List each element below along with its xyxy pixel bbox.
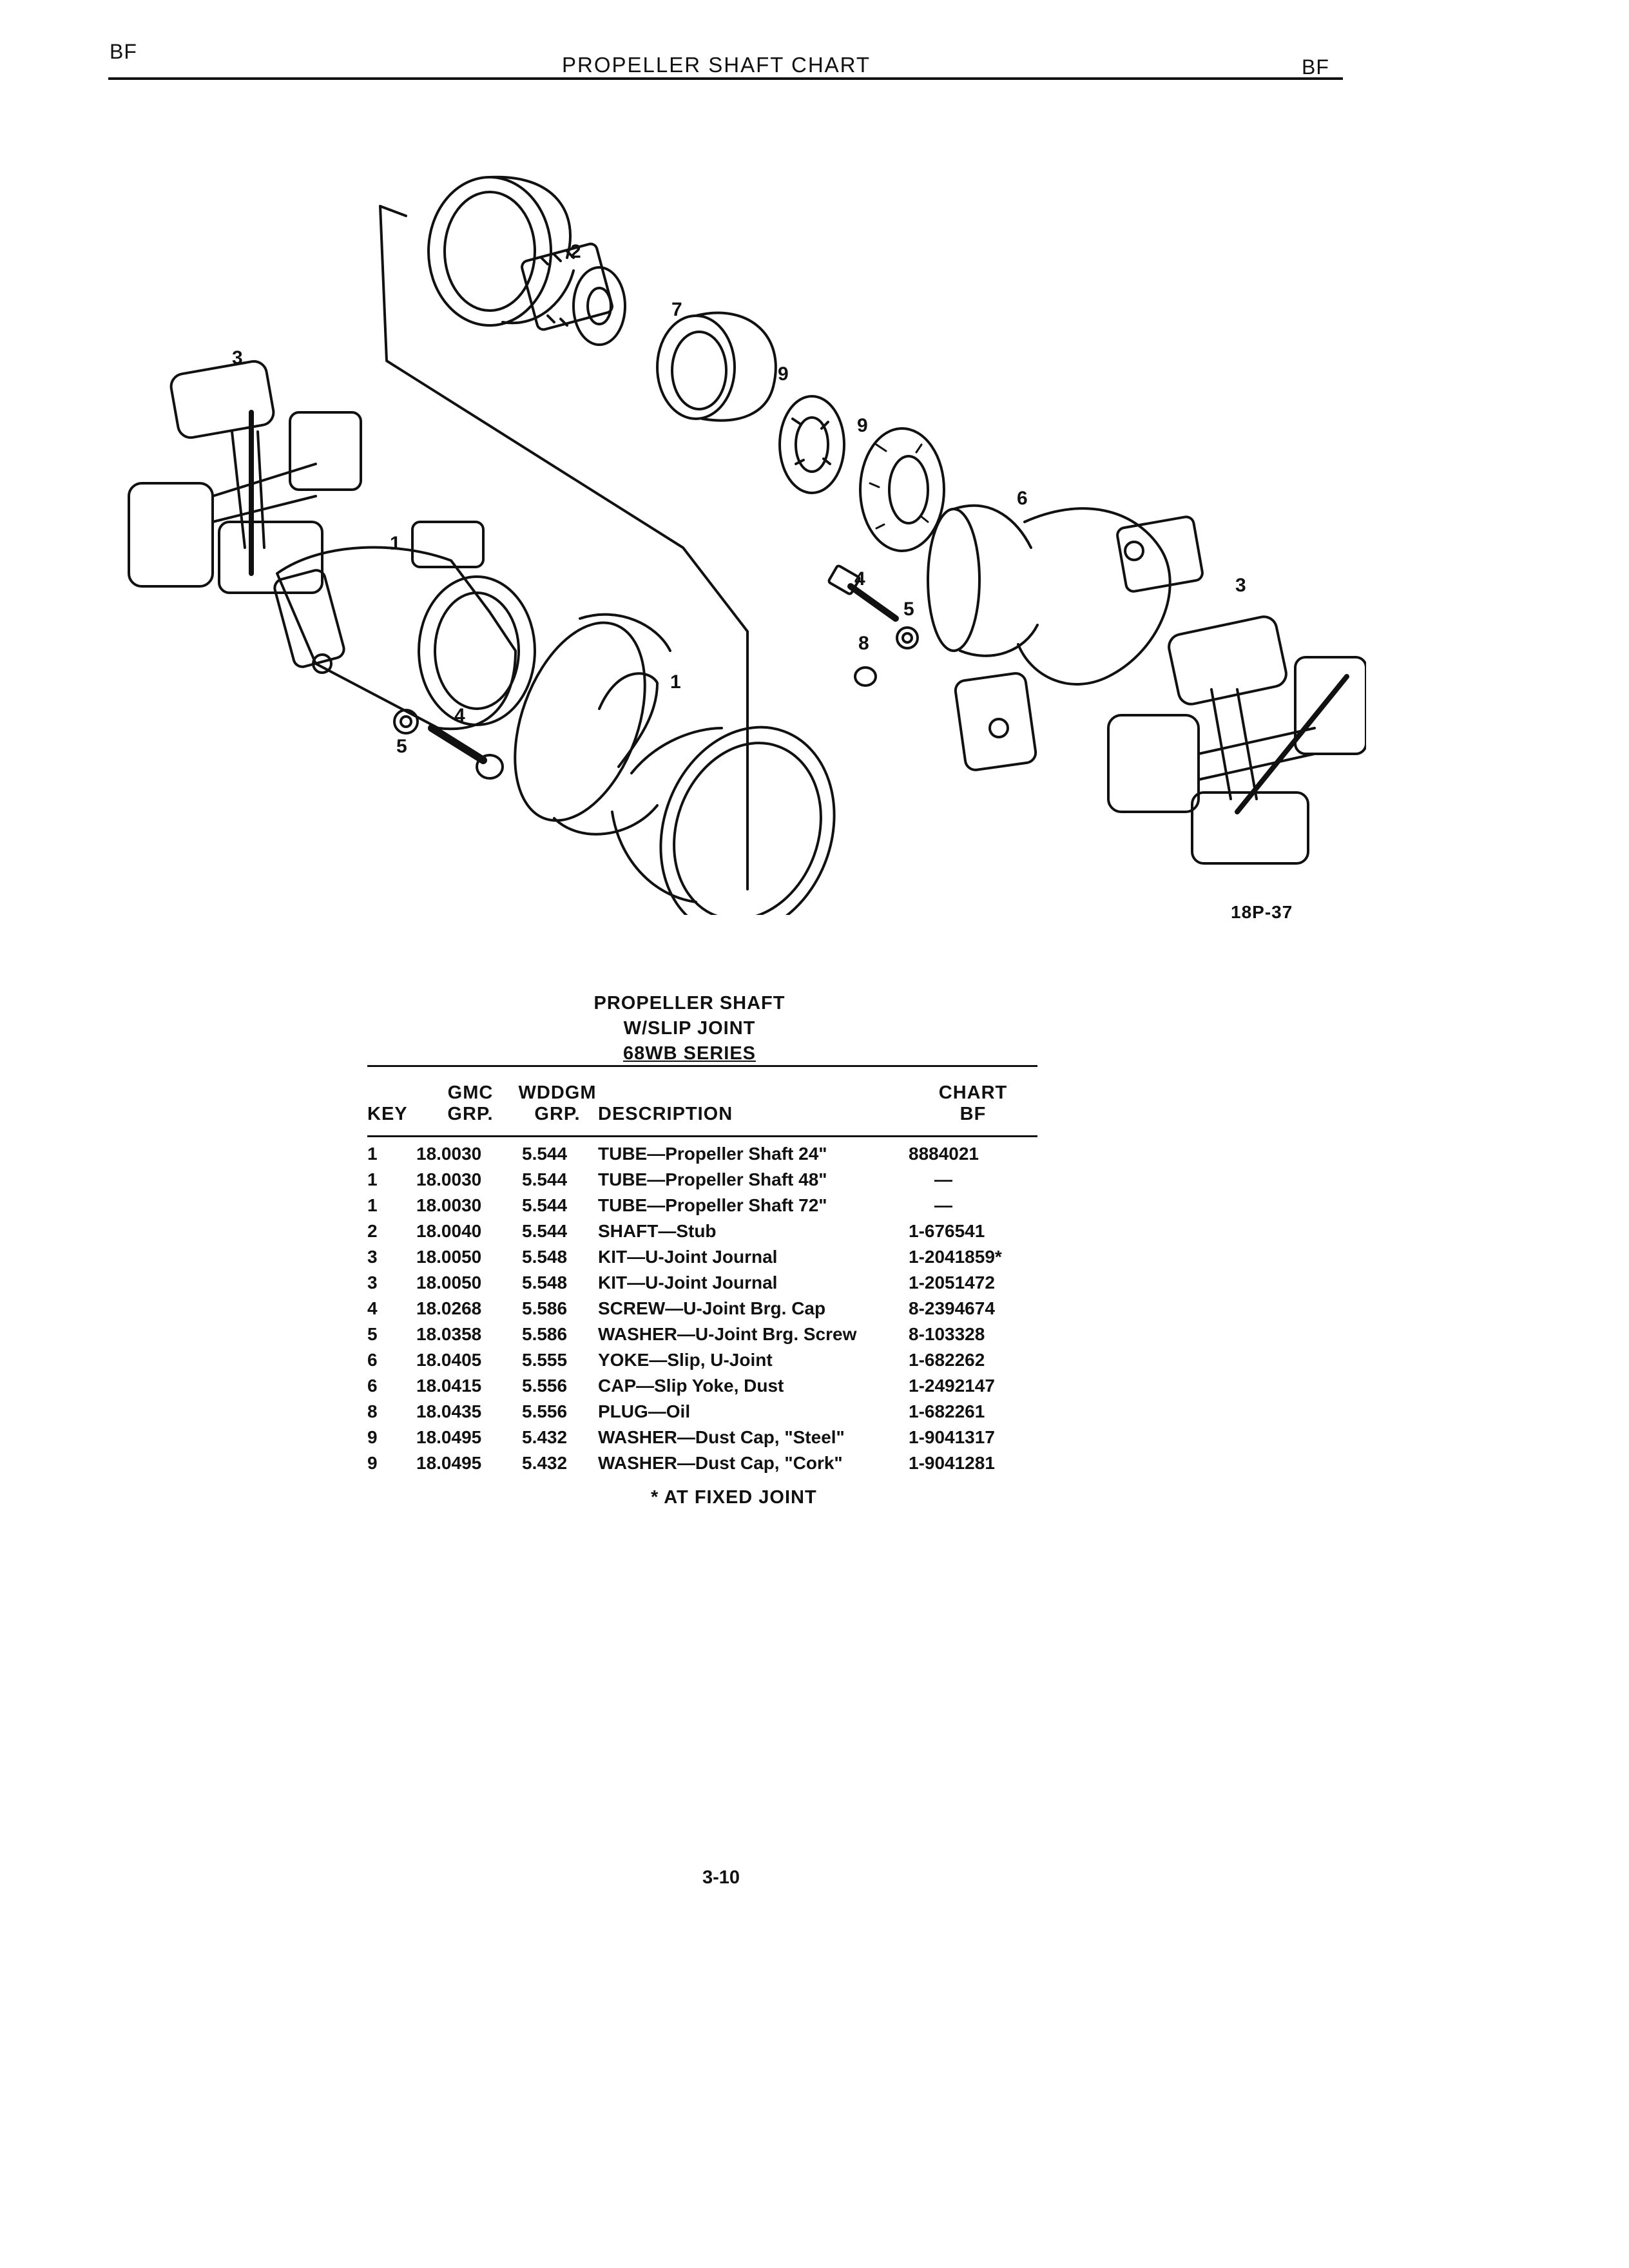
header-right-code: BF [1302,55,1329,79]
callout-7: 7 [671,299,682,320]
table-header-rule [367,1135,1037,1137]
callout-5-left: 5 [396,736,407,757]
left-screw-washer-group [393,709,504,780]
callout-6: 6 [1017,488,1028,509]
callout-1-left: 1 [390,533,401,554]
stub-shaft-part [427,175,626,346]
figure-id: 18P-37 [1231,902,1293,922]
center-hardware-group [827,564,919,687]
table-title: PROPELLER SHAFT W/SLIP JOINT 68WB SERIES [509,991,870,1066]
callout-4-left: 4 [454,705,465,726]
dust-cap-part [656,311,777,422]
callout-4-center: 4 [854,568,865,590]
page-number: 3-10 [702,1867,740,1888]
page-title: PROPELLER SHAFT CHART [562,53,871,77]
left-u-joint-part [128,360,362,594]
callout-1-center: 1 [670,671,681,693]
table-title-line-3: 68WB SERIES [623,1043,756,1064]
callout-3-right: 3 [1235,575,1246,596]
cork-washer-part [859,427,945,552]
col-header-chart: CHART BF [938,1082,1008,1124]
callout-9a: 9 [778,363,789,385]
tube-segment-near [514,613,671,836]
col-header-description: DESCRIPTION [598,1104,733,1124]
header-rule [108,77,1343,80]
col-header-wddgm: WDDGM GRP. [518,1082,597,1124]
slip-yoke-part [927,504,1204,771]
col-header-key: KEY [367,1104,408,1124]
callout-2: 2 [570,241,581,262]
tube-segment-far [611,726,836,915]
exploded-view-bracket [379,205,749,890]
callout-8: 8 [858,633,869,654]
tube-yoke-part [273,521,536,731]
table-top-rule [367,1065,1037,1067]
table-footnote: * AT FIXED JOINT [651,1487,817,1508]
steel-washer-part [778,395,845,494]
right-u-joint-part [1107,615,1366,865]
col-header-gmc: GMC GRP. [447,1082,494,1124]
table-title-line-1: PROPELLER SHAFT [593,993,786,1014]
callout-3-left: 3 [232,347,243,369]
callout-5-center: 5 [903,599,914,620]
table-title-line-2: W/SLIP JOINT [623,1018,756,1039]
exploded-parts-diagram: 2 7 9 9 6 3 3 1 1 4 5 8 4 5 [128,175,1366,915]
callout-9b: 9 [857,415,868,436]
header-left-code: BF [110,40,137,63]
